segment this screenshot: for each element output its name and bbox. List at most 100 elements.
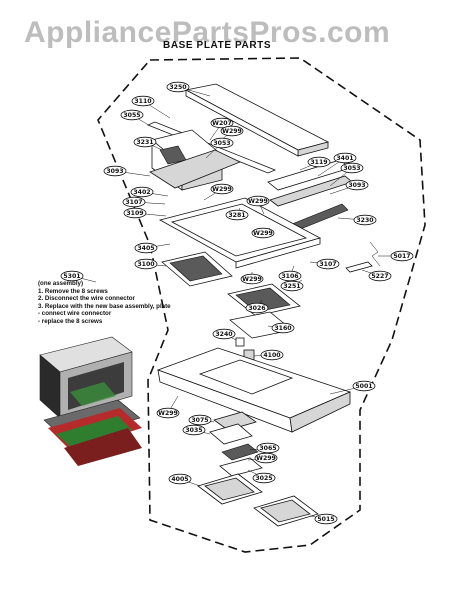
part-number-label: 3065: [259, 445, 276, 452]
part-callout-oval: [271, 322, 295, 334]
replacement-note: (one assembly) 1. Remove the 8 screws 2.…: [38, 280, 188, 326]
grille-5015: [253, 495, 319, 527]
part-callout-oval: [120, 109, 144, 121]
part-number-label: 3075: [191, 417, 208, 424]
part-callout-oval: [166, 81, 190, 93]
part-number-label: 3107: [319, 261, 336, 268]
part-callout-oval: [307, 156, 331, 168]
part-number-label: 3240: [215, 331, 233, 338]
note-line: 2. Disconnect the wire connector: [38, 295, 135, 303]
part-callout-oval: [131, 95, 155, 107]
part-callout-oval: [352, 380, 376, 392]
part-number-label: W299: [256, 455, 276, 462]
part-number-label: 3053: [343, 165, 360, 172]
part-callout-oval: [210, 117, 234, 129]
part-number-label: W299: [158, 410, 178, 417]
part-number-label: 3231: [136, 139, 153, 146]
part-callout-oval: [240, 273, 264, 285]
part-number-label: 3035: [185, 427, 202, 434]
part-callout-oval: [103, 165, 127, 177]
part-number-label: 3110: [134, 98, 152, 105]
part-callout-oval: [245, 302, 269, 314]
note-line: 1. Remove the 8 screws: [38, 287, 108, 295]
screen-3100: [161, 251, 233, 287]
part-number-label: 3026: [248, 305, 265, 312]
part-number-label: 5227: [371, 273, 388, 280]
holder-part: [149, 149, 241, 189]
part-callout-oval: [278, 270, 302, 282]
part-callout-oval: [156, 407, 180, 419]
part-number-label: W299: [212, 186, 232, 193]
part-number-label: 3119: [310, 159, 327, 166]
part-callout-oval: [122, 196, 146, 208]
part-callout-oval: [168, 473, 192, 485]
part-callout-oval: [130, 186, 154, 198]
lens-3075: [213, 411, 257, 431]
part-number-label: 3053: [213, 140, 230, 147]
part-callout-oval: [246, 195, 270, 207]
top-bar-part: [184, 83, 330, 157]
part-number-label: W299: [242, 276, 262, 283]
part-callout-oval: [251, 227, 275, 239]
base-plate-part: [156, 347, 352, 433]
part-number-label: 3100: [137, 261, 155, 268]
part-number-label: 5301: [63, 273, 80, 280]
part-callout-oval: [256, 442, 280, 454]
part-callout-oval: [225, 209, 249, 221]
part-number-label: 3251: [283, 283, 300, 290]
part-number-label: 3093: [106, 168, 123, 175]
part-callout-oval: [210, 183, 234, 195]
cover-3025: [219, 457, 263, 477]
diagram-title: BASE PLATE PARTS: [163, 40, 272, 51]
part-callout-oval: [188, 414, 212, 426]
part-callout-oval: [316, 258, 340, 270]
note-line: - connect wire connector: [38, 310, 112, 318]
part-number-label: 3405: [137, 245, 154, 252]
part-number-label: 3401: [336, 155, 353, 162]
part-callout-oval: [368, 270, 392, 282]
part-number-label: 3402: [133, 189, 150, 196]
part-callout-oval: [345, 179, 369, 191]
part-callout-oval: [60, 270, 84, 282]
assembly-boundary: [97, 57, 426, 553]
frame-tray-part: [158, 197, 322, 269]
socket-3065: [221, 443, 259, 461]
part-number-label: 5017: [393, 253, 410, 260]
part-callout-oval: [134, 242, 158, 254]
watermark: AppliancePartsPros.com: [24, 16, 391, 49]
note-line: 3. Replace with the new base assembly, p…: [38, 302, 171, 310]
part-number-label: 3055: [123, 112, 140, 119]
part-callout-oval: [353, 214, 377, 226]
part-callout-oval: [280, 280, 304, 292]
part-number-label: W299: [248, 198, 268, 205]
part-number-label: 3160: [274, 325, 292, 332]
lamp-3035: [209, 423, 253, 445]
part-callout-oval: [340, 162, 364, 174]
part-callout-oval: [212, 328, 236, 340]
part-callout-oval: [260, 349, 284, 361]
part-number-label: 3093: [348, 182, 365, 189]
part-number-label: 3106: [281, 273, 298, 280]
part-callout-oval: [210, 137, 234, 149]
part-number-label: 3281: [228, 212, 245, 219]
note-line: (one assembly): [38, 280, 84, 287]
part-number-label: 3230: [356, 217, 374, 224]
part-callout-oval: [254, 452, 278, 464]
part-callout-oval: [220, 125, 244, 137]
part-number-label: W299: [253, 230, 273, 237]
microwave-photo: [39, 336, 142, 466]
spring-5017: [369, 241, 381, 267]
part-number-label: W207: [212, 120, 232, 127]
part-number-label: 4005: [171, 476, 188, 483]
part-number-label: 5015: [317, 516, 334, 523]
part-number-label: 5001: [355, 383, 372, 390]
part-callout-oval: [123, 207, 147, 219]
part-callout-oval: [133, 136, 157, 148]
part-callout-oval: [252, 472, 276, 484]
part-number-label: 3250: [169, 84, 187, 91]
part-callout-oval: [134, 258, 158, 270]
part-number-label: 3109: [126, 210, 143, 217]
bracket-3240: [235, 337, 245, 347]
